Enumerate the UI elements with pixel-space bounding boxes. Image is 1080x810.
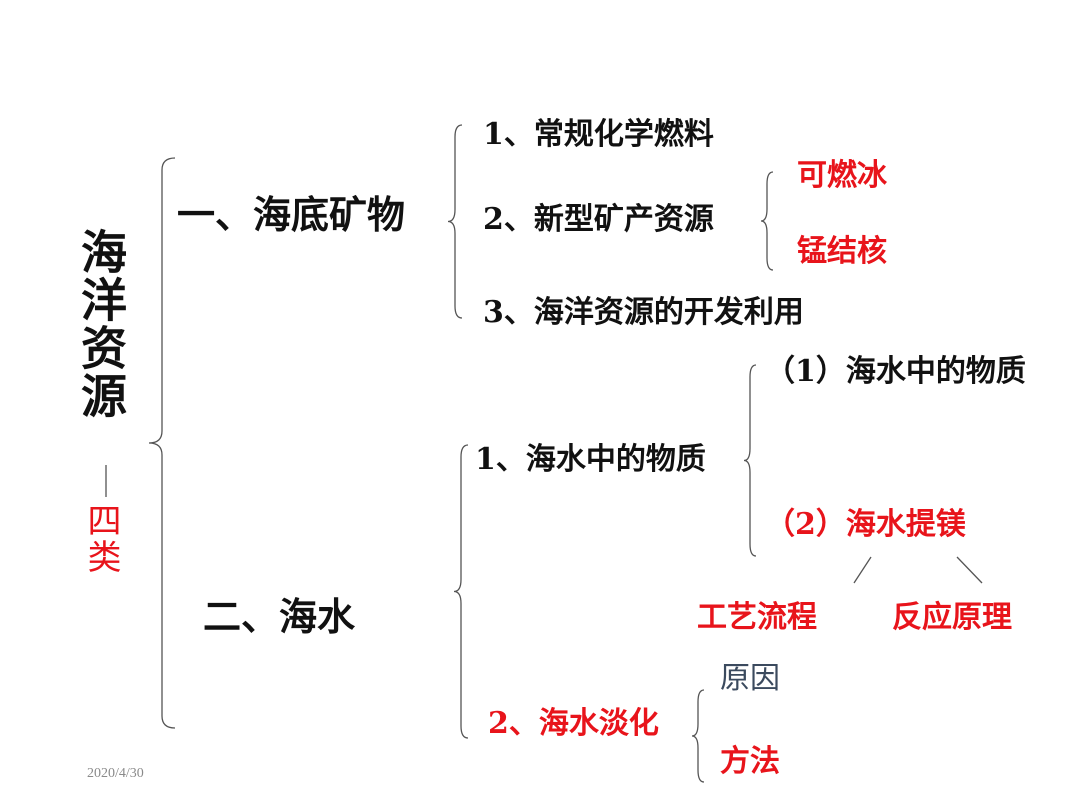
node-combustible-ice: 可燃冰 — [797, 158, 887, 193]
node-seawater-substances: 1、海水中的物质 — [475, 442, 706, 477]
brace-seawater-substances — [743, 364, 757, 557]
branch-seawater: 二、海水 — [203, 594, 356, 639]
brace-new-minerals — [760, 171, 774, 271]
slide-date: 2020/4/30 — [87, 766, 144, 781]
node-new-minerals: 2、新型矿产资源 — [483, 202, 714, 237]
node-reason: 原因 — [720, 661, 780, 696]
brace-seabed — [447, 124, 463, 319]
brace-root — [148, 157, 176, 729]
root-title: 海洋资源 — [74, 228, 128, 420]
brace-desalination — [691, 689, 705, 783]
node-reaction-principle: 反应原理 — [892, 600, 1012, 635]
node-fossil-fuels: 1、常规化学燃料 — [483, 117, 714, 152]
node-resource-development: 3、海洋资源的开发利用 — [483, 295, 804, 330]
connector-process-flow — [853, 556, 872, 584]
node-process-flow: 工艺流程 — [697, 600, 817, 635]
node-desalination: 2、海水淡化 — [488, 706, 659, 741]
node-seawater-substances-sub: （1）海水中的物质 — [765, 354, 1026, 389]
connector-reaction-principle — [956, 556, 983, 584]
branch-seabed-minerals: 一、海底矿物 — [177, 192, 406, 237]
node-magnesium-extraction: （2）海水提镁 — [765, 507, 966, 542]
node-manganese-nodules: 锰结核 — [797, 234, 887, 269]
brace-seawater — [453, 444, 469, 739]
root-note: 四类 — [81, 503, 121, 575]
node-method: 方法 — [720, 744, 780, 779]
